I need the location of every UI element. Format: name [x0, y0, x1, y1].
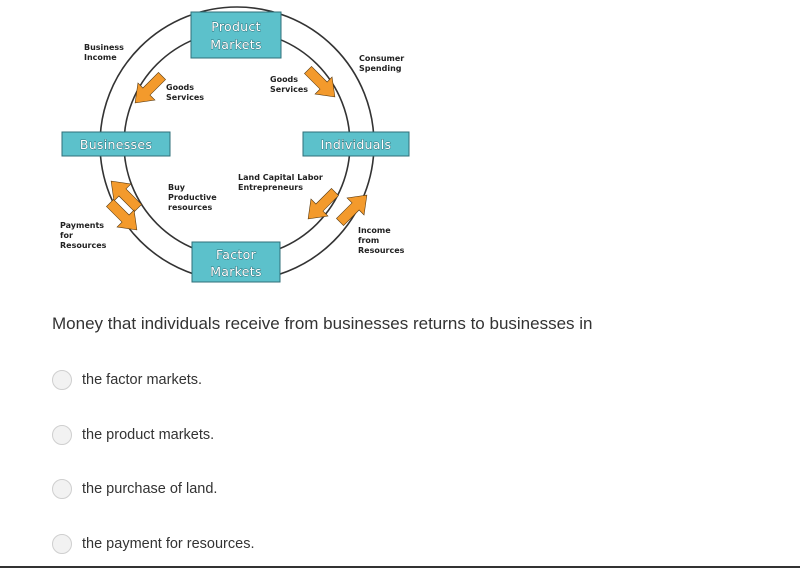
- svg-text:Spending: Spending: [359, 64, 402, 73]
- option-label[interactable]: the factor markets.: [82, 372, 203, 388]
- factor-markets-line1: Factor: [216, 247, 257, 262]
- product-markets-line2: Markets: [210, 37, 262, 52]
- product-markets-line1: Product: [211, 19, 261, 34]
- option-product-markets[interactable]: the product markets.: [52, 425, 214, 445]
- svg-text:Buy: Buy: [168, 183, 186, 192]
- option-label[interactable]: the purchase of land.: [82, 481, 218, 497]
- radio-button[interactable]: [52, 479, 72, 499]
- svg-text:Resources: Resources: [358, 246, 405, 255]
- arrow-business-income: [134, 72, 166, 104]
- factor-markets-line2: Markets: [210, 264, 262, 279]
- individuals-label: Individuals: [321, 137, 392, 152]
- factor-markets-box: Factor Markets: [191, 241, 281, 283]
- svg-text:Services: Services: [270, 85, 308, 94]
- arrow-goods-to-individuals: [304, 66, 336, 98]
- radio-button[interactable]: [52, 370, 72, 390]
- product-markets-box: Product Markets: [190, 11, 282, 59]
- svg-text:Income: Income: [358, 226, 391, 235]
- arrow-income-from-resources: [336, 194, 368, 226]
- individuals-box: Individuals: [302, 131, 410, 157]
- label-goods-services-right: Goods Services: [270, 75, 308, 94]
- svg-text:Services: Services: [166, 93, 204, 102]
- svg-text:Income: Income: [84, 53, 117, 62]
- businesses-label: Businesses: [80, 137, 152, 152]
- svg-text:Entrepreneurs: Entrepreneurs: [238, 183, 303, 192]
- svg-text:Productive: Productive: [168, 193, 217, 202]
- svg-text:Goods: Goods: [166, 83, 194, 92]
- question-text: Money that individuals receive from busi…: [52, 314, 593, 333]
- label-income-from-resources: Income from Resources: [358, 226, 405, 255]
- svg-text:Business: Business: [84, 43, 124, 52]
- svg-text:resources: resources: [168, 203, 212, 212]
- svg-text:Consumer: Consumer: [359, 54, 404, 63]
- option-payment-for-resources[interactable]: the payment for resources.: [52, 534, 254, 554]
- option-purchase-of-land[interactable]: the purchase of land.: [52, 479, 217, 499]
- radio-button[interactable]: [52, 534, 72, 554]
- option-label[interactable]: the payment for resources.: [82, 536, 255, 552]
- bottom-divider: [0, 566, 800, 568]
- arrow-resources-to-factor: [307, 188, 339, 220]
- option-factor-markets[interactable]: the factor markets.: [52, 370, 202, 390]
- label-goods-services-left: Goods Services: [166, 83, 204, 102]
- label-business-income: Business Income: [84, 43, 124, 62]
- option-label[interactable]: the product markets.: [82, 427, 215, 443]
- label-consumer-spending: Consumer Spending: [359, 54, 404, 73]
- svg-text:Resources: Resources: [60, 241, 107, 250]
- svg-text:Goods: Goods: [270, 75, 298, 84]
- svg-text:Land Capital Labor: Land Capital Labor: [238, 173, 323, 182]
- businesses-box: Businesses: [61, 131, 171, 157]
- label-buy-productive-resources: Buy Productive resources: [168, 183, 217, 212]
- circular-flow-diagram: Product Markets Businesses Individuals F…: [60, 6, 410, 283]
- svg-text:Payments: Payments: [60, 221, 104, 230]
- svg-text:from: from: [358, 236, 379, 245]
- arrow-payments-for-resources: [106, 199, 138, 231]
- arrow-factor-to-businesses: [110, 180, 142, 212]
- label-land-capital-labor: Land Capital Labor Entrepreneurs: [238, 173, 323, 192]
- label-payments-for-resources: Payments for Resources: [60, 221, 107, 250]
- radio-button[interactable]: [52, 425, 72, 445]
- svg-text:for: for: [60, 231, 73, 240]
